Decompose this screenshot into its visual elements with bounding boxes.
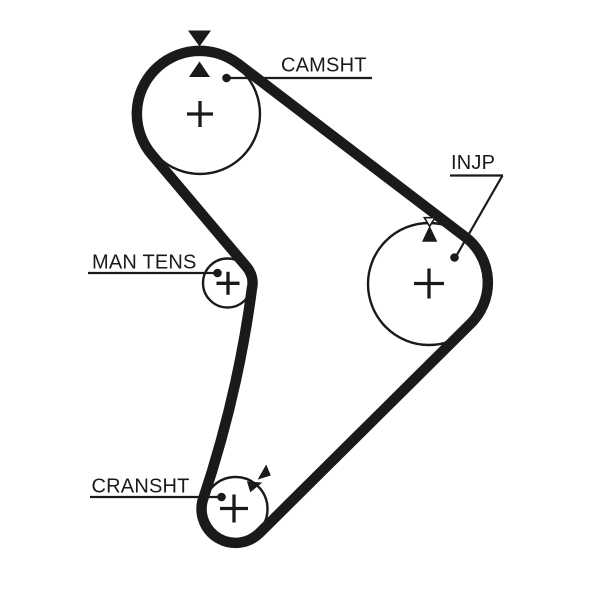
manual-tensioner-label: MAN TENS: [92, 252, 197, 274]
crankshaft-leader-dot: [217, 492, 226, 502]
manual-tensioner-leader-dot: [213, 268, 222, 278]
camshaft-center-mark: [187, 101, 213, 127]
injection-pump-timing-mark-lower-icon: [422, 225, 438, 242]
injection-pump-label: INJP: [451, 152, 495, 174]
crankshaft-timing-mark-outer-icon: [257, 464, 271, 480]
crankshaft-center-mark: [220, 494, 248, 523]
camshaft-leader-dot: [222, 73, 231, 83]
manual-tensioner-center-mark: [216, 271, 240, 295]
injection-pump-center-mark: [414, 268, 444, 299]
injection-pump-leader-dot: [450, 253, 459, 262]
crankshaft-timing-mark-inner-icon: [246, 481, 263, 493]
camshaft-label: CAMSHT: [281, 55, 367, 77]
timing-belt: [131, 45, 494, 549]
camshaft-timing-mark-lower-icon: [189, 61, 210, 77]
injection-pump-timing-mark-upper-icon: [422, 216, 437, 228]
injection-pump-leader-line: [455, 174, 504, 257]
crankshaft-label: CRANSHT: [92, 476, 190, 498]
camshaft-timing-mark-upper-icon: [188, 30, 211, 47]
